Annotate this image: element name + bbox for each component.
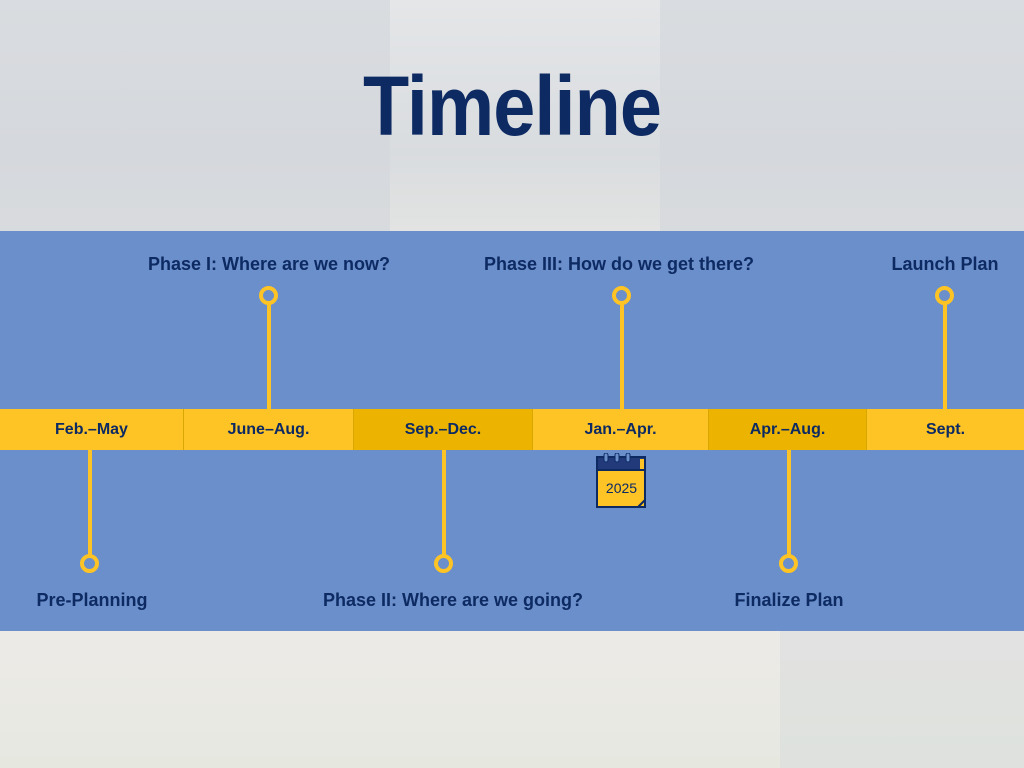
period-segment: Sep.–Dec. bbox=[354, 409, 533, 450]
period-segment: Jan.–Apr. bbox=[533, 409, 709, 450]
milestone-label: Phase II: Where are we going? bbox=[322, 590, 584, 610]
milestone-stem bbox=[88, 450, 92, 558]
milestone-dot bbox=[259, 286, 278, 305]
milestone-label: Phase I: Where are we now? bbox=[147, 254, 391, 274]
milestone-stem bbox=[787, 450, 791, 558]
milestone-dot bbox=[935, 286, 954, 305]
period-segment: Feb.–May bbox=[0, 409, 184, 450]
milestone-stem bbox=[943, 300, 947, 409]
calendar-year: 2025 bbox=[605, 480, 638, 496]
milestone-dot bbox=[612, 286, 631, 305]
slide-title: Timeline bbox=[362, 59, 662, 153]
period-segment: Sept. bbox=[867, 409, 1024, 450]
timeline-bar: Feb.–May June–Aug. Sep.–Dec. Jan.–Apr. A… bbox=[0, 409, 1024, 450]
milestone-label: Finalize Plan bbox=[734, 590, 844, 610]
background-building bbox=[660, 0, 1024, 231]
calendar-icon: 2025 bbox=[596, 452, 647, 509]
milestone-stem bbox=[620, 300, 624, 409]
milestone-label: Pre-Planning bbox=[36, 590, 148, 610]
milestone-stem bbox=[442, 450, 446, 558]
milestone-dot bbox=[779, 554, 798, 573]
background-bench bbox=[780, 631, 1024, 768]
background-building bbox=[0, 0, 390, 231]
milestone-dot bbox=[434, 554, 453, 573]
milestone-stem bbox=[267, 300, 271, 409]
period-segment: Apr.–Aug. bbox=[709, 409, 867, 450]
period-segment: June–Aug. bbox=[184, 409, 354, 450]
milestone-label: Launch Plan bbox=[891, 254, 999, 274]
milestone-label: Phase III: How do we get there? bbox=[483, 254, 755, 274]
milestone-dot bbox=[80, 554, 99, 573]
